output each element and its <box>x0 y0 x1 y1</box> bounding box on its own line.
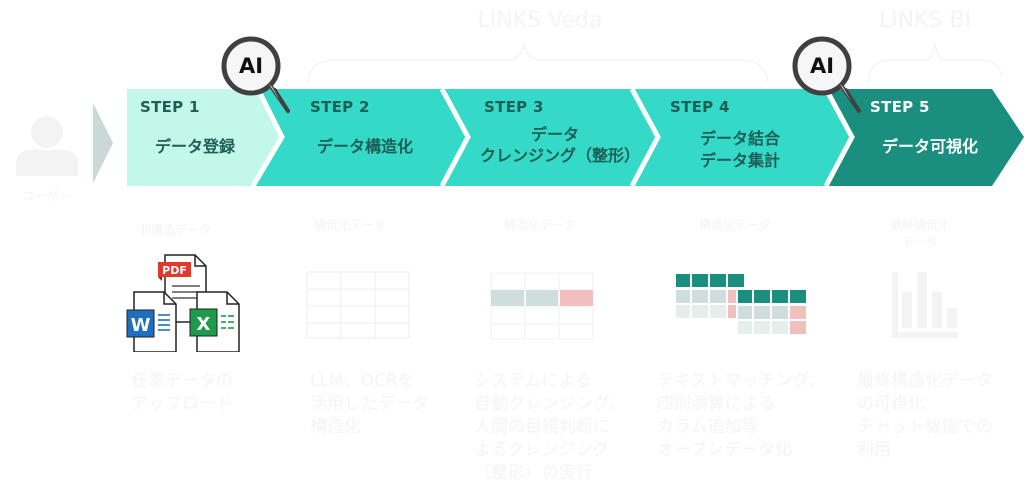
word-label: W <box>131 315 151 336</box>
description-line: テキストマッチング、 <box>657 371 826 391</box>
table-icon <box>306 271 410 339</box>
ai-badge-1: AI <box>220 35 292 113</box>
step-4-title-line1: データ結合 <box>699 129 780 148</box>
step-4-shape <box>632 89 858 186</box>
bar-chart-icon <box>892 272 958 338</box>
product-label-bi: LINKS BI <box>878 8 972 33</box>
column-1-description: 任意データの アップロード <box>131 370 233 416</box>
step-chevrons <box>127 87 1024 188</box>
description-line: 四則演算による <box>657 394 776 414</box>
column-3-data-type: 構造化データ <box>503 218 576 232</box>
step-2-title: データ構造化 <box>316 137 413 156</box>
column-5-data-type-line2: データ <box>901 235 938 249</box>
description-line: LLM、OCRを <box>310 371 415 391</box>
description-line: 自動クレンジング、 <box>474 394 626 414</box>
step-3-shape <box>442 89 658 186</box>
excel-file-icon: X <box>189 291 240 352</box>
column-2-data-type: 構造化データ <box>313 218 386 232</box>
step-3-title-line2: クレンジング（整形） <box>480 146 641 165</box>
veda-brace <box>307 43 1003 83</box>
description-line: の可視化 <box>857 394 925 414</box>
step-1-number: STEP 1 <box>140 98 200 116</box>
joined-tables-icon <box>676 274 806 334</box>
column-1-data-type: 非構造データ <box>138 223 211 237</box>
step-2-shape <box>253 89 468 186</box>
column-3-description: システムによる 自動クレンジング、 人間の目視判断に よるクレンジング （整形）… <box>474 370 626 485</box>
description-line: チャット機能での <box>857 417 993 437</box>
description-line: 利用 <box>857 440 891 460</box>
step-5-shape <box>826 89 1024 186</box>
step-1-title: データ登録 <box>154 137 235 156</box>
description-line: （整形）の実行 <box>474 463 593 483</box>
excel-label: X <box>197 314 211 335</box>
pdf-label: PDF <box>162 264 187 277</box>
step-3-number: STEP 3 <box>484 98 544 116</box>
description-line: よるクレンジング <box>474 440 610 460</box>
description-line: システムによる <box>474 371 592 391</box>
word-file-icon: W <box>126 291 177 352</box>
column-2-description: LLM、OCRを 活用したデータ 構造化 <box>310 370 429 439</box>
column-5-description: 最終構造化データ の可視化 チャット機能での 利用 <box>857 370 993 462</box>
step-5-number: STEP 5 <box>870 98 930 116</box>
ai-badge-2: AI <box>791 35 863 113</box>
description-line: 活用したデータ <box>310 394 429 414</box>
description-line: 任意データの <box>131 371 233 391</box>
step-5-title: データ可視化 <box>881 137 978 156</box>
user-icon <box>16 116 78 176</box>
description-line: アップロード <box>131 394 233 414</box>
step-4-number: STEP 4 <box>670 98 730 116</box>
speech-bubble-icon <box>221 36 290 113</box>
cleansing-table-icon <box>490 272 594 340</box>
description-line: 最終構造化データ <box>857 371 993 391</box>
step-3-title-line1: データ <box>530 125 579 144</box>
ai-badge-2-label: AI <box>809 54 835 78</box>
speech-bubble-icon <box>792 36 861 113</box>
user-label: ユーザー <box>23 189 71 203</box>
step-4-title-line2: データ集計 <box>699 151 780 170</box>
description-line: オープンデータ化 <box>657 440 792 460</box>
product-label-veda: LINKS Veda <box>477 8 603 33</box>
column-4-data-type: 構造化データ <box>698 218 771 232</box>
description-line: 人間の目視判断に <box>474 417 610 437</box>
description-line: 構造化 <box>310 417 361 437</box>
column-5-data-type-line1: 最終構造化 <box>889 218 950 232</box>
step-1-shape <box>127 89 296 186</box>
step-2-number: STEP 2 <box>310 98 370 116</box>
ai-badge-1-label: AI <box>238 54 264 78</box>
column-4-description: テキストマッチング、 四則演算による カラム追加等 オープンデータ化 <box>657 370 825 462</box>
description-line: カラム追加等 <box>657 417 759 437</box>
document-files-icon: PDF W X <box>126 254 240 352</box>
user-arrow-icon <box>93 103 113 183</box>
